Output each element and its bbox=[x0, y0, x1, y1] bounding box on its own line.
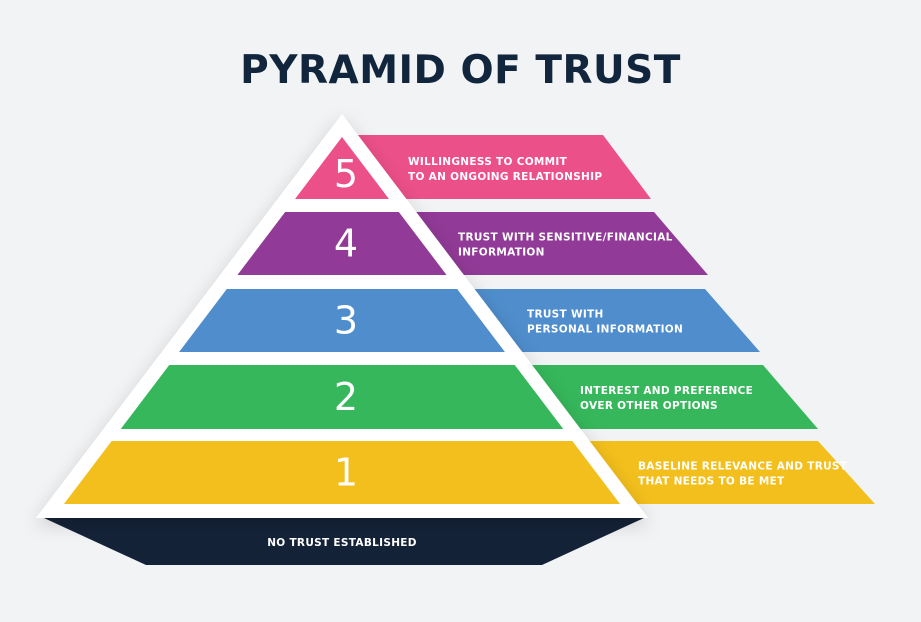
level-description-line1: WILLINGNESS TO COMMIT bbox=[408, 156, 568, 168]
description-band-level-1 bbox=[580, 441, 875, 504]
pyramid-level-2 bbox=[120, 365, 564, 429]
pyramid-level-4 bbox=[237, 212, 447, 275]
level-description-line1: TRUST WITH SENSITIVE/FINANCIAL bbox=[458, 232, 673, 244]
level-number-1: 1 bbox=[334, 451, 358, 495]
pyramid-levels: 5 4 3 2 1 bbox=[63, 137, 621, 504]
page-title: PYRAMID OF TRUST bbox=[240, 48, 681, 93]
level-number-3: 3 bbox=[334, 299, 358, 343]
level-number-4: 4 bbox=[334, 222, 358, 266]
level-description-line2: PERSONAL INFORMATION bbox=[527, 324, 683, 336]
level-description-line1: BASELINE RELEVANCE AND TRUST bbox=[638, 461, 848, 473]
level-number-5: 5 bbox=[334, 152, 358, 196]
pyramid-level-1 bbox=[63, 441, 621, 504]
level-description-line2: OVER OTHER OPTIONS bbox=[580, 400, 718, 412]
level-description-line2: TO AN ONGOING RELATIONSHIP bbox=[408, 171, 602, 183]
base-band bbox=[44, 518, 644, 565]
level-description-line1: TRUST WITH bbox=[527, 309, 604, 321]
pyramid-level-5 bbox=[295, 137, 389, 199]
description-bands: WILLINGNESS TO COMMIT TO AN ONGOING RELAT… bbox=[356, 135, 875, 504]
description-band-level-3 bbox=[465, 289, 760, 352]
description-band-level-2 bbox=[522, 365, 818, 429]
level-number-2: 2 bbox=[334, 375, 358, 419]
base-label: NO TRUST ESTABLISHED bbox=[267, 537, 417, 549]
description-band-level-4 bbox=[406, 212, 708, 275]
description-band-level-5 bbox=[356, 135, 651, 199]
level-description-line2: THAT NEEDS TO BE MET bbox=[638, 476, 785, 488]
level-description-line2: INFORMATION bbox=[458, 247, 545, 259]
level-description-line1: INTEREST AND PREFERENCE bbox=[580, 385, 753, 397]
pyramid-level-3 bbox=[179, 289, 505, 352]
